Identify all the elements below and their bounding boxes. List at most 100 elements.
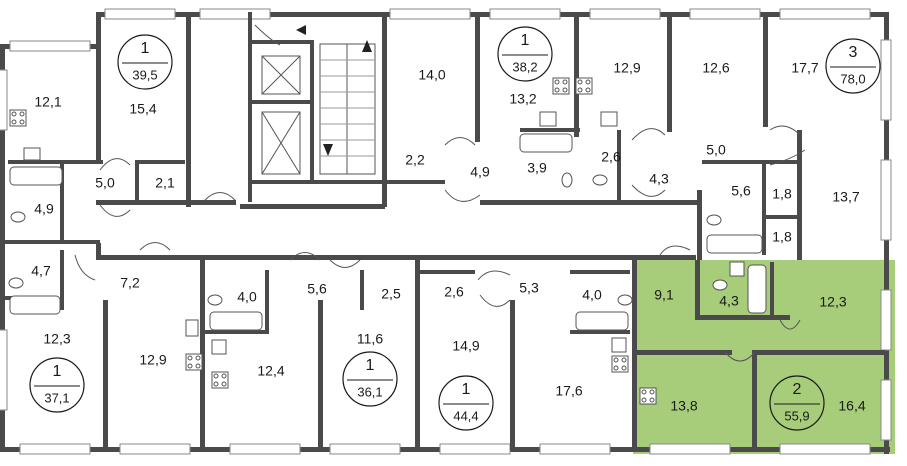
door-swing-icon [769, 149, 806, 166]
door-swing-icon [631, 128, 666, 141]
stove-icon [9, 109, 27, 127]
fixtures [8, 24, 806, 405]
interior-walls [5, 12, 885, 450]
room-labels: 12,1 15,4 4,9 5,0 2,1 14,0 2,2 4,9 13,2 … [31, 60, 866, 414]
room-area: 5,6 [307, 281, 327, 297]
toilet-icon [712, 279, 728, 291]
door-swing-icon [779, 319, 801, 330]
elevator-icon [261, 111, 301, 175]
stove-icon [639, 387, 657, 405]
room-area: 2,6 [601, 149, 621, 165]
room-area: 2,2 [405, 152, 425, 168]
apartment-badge[interactable]: 1 44,4 [438, 375, 494, 431]
room-area: 12,3 [43, 331, 70, 347]
apartment-area: 36,1 [357, 384, 382, 399]
toilet-icon [10, 211, 26, 223]
sink-icon [23, 147, 41, 161]
room-area: 17,6 [555, 383, 582, 399]
door-swing-icon [479, 294, 511, 307]
room-area: 5,0 [95, 175, 115, 191]
room-area: 1,8 [772, 186, 792, 202]
door-swing-icon [204, 192, 236, 201]
toilet-icon [8, 277, 24, 289]
outer-walls [0, 8, 892, 455]
apartment-badge[interactable]: 2 55,9 [769, 375, 825, 431]
room-area: 4,9 [34, 201, 54, 217]
room-area: 12,4 [257, 363, 284, 379]
room-area: 2,5 [381, 286, 401, 302]
room-area: 13,7 [832, 189, 859, 205]
door-swing-icon [99, 204, 131, 217]
room-area: 5,6 [731, 183, 751, 199]
room-area: 5,0 [706, 142, 726, 158]
apartment-rooms: 1 [141, 40, 150, 57]
bathtub-icon [575, 311, 629, 331]
room-area: 15,4 [129, 101, 156, 117]
apartment-area: 44,4 [453, 408, 478, 423]
elevator-icon [261, 55, 301, 95]
door-swing-icon [139, 242, 171, 251]
apartment-rooms: 1 [462, 381, 471, 398]
room-area: 4,7 [31, 263, 51, 279]
sink-icon [611, 337, 627, 353]
stove-icon [611, 355, 629, 373]
apartment-rooms: 1 [366, 357, 375, 374]
apartment-rooms: 1 [53, 363, 62, 380]
apartment-badge[interactable]: 3 78,0 [825, 38, 881, 94]
room-area: 12,9 [613, 60, 640, 76]
room-area: 13,8 [670, 398, 697, 414]
toilet-icon [561, 172, 573, 188]
door-swing-icon [289, 252, 321, 261]
room-area: 12,1 [34, 94, 61, 110]
apartment-rooms: 3 [849, 44, 858, 61]
room-area: 11,6 [357, 331, 383, 347]
room-area: 4,0 [582, 287, 602, 303]
bathtub-icon [747, 264, 767, 314]
stove-icon [185, 353, 203, 371]
stove-icon [211, 371, 229, 389]
apartment-area: 55,9 [784, 408, 809, 423]
room-area: 9,1 [654, 287, 674, 303]
sink-icon [539, 111, 557, 127]
door-swing-icon [444, 189, 481, 202]
door-swing-icon [769, 125, 801, 136]
apartment-area: 78,0 [840, 71, 865, 86]
toilet-icon [207, 294, 223, 306]
bathtub-icon [519, 133, 573, 153]
door-swing-icon [99, 158, 131, 171]
door-swing-icon [329, 259, 361, 268]
door-swing-icon [631, 184, 666, 197]
bathtub-icon [706, 234, 763, 254]
apartment-rooms: 1 [521, 32, 530, 49]
room-area: 14,0 [418, 67, 445, 83]
stove-icon [575, 77, 593, 95]
room-area: 1,8 [772, 229, 792, 245]
door-swing-icon [254, 24, 281, 46]
apartment-area: 39,5 [132, 67, 157, 82]
stove-icon [552, 77, 570, 95]
apartment-badge[interactable]: 1 36,1 [342, 351, 398, 407]
stair-arrow-icon [362, 40, 372, 52]
sink-icon [600, 111, 618, 127]
apartment-badge[interactable]: 1 37,1 [29, 357, 85, 413]
room-area: 4,3 [649, 171, 669, 187]
stair-arrow-icon [296, 25, 306, 35]
room-area: 2,6 [444, 284, 464, 300]
bathtub-icon [209, 311, 263, 331]
room-area: 4,3 [719, 293, 739, 309]
apartment-badge[interactable]: 1 38,2 [497, 26, 553, 82]
apartment-area: 38,2 [512, 59, 537, 74]
bathtub-icon [9, 166, 63, 186]
apartment-badge[interactable]: 1 39,5 [117, 34, 173, 90]
room-area: 3,9 [527, 160, 547, 176]
door-swing-icon [659, 245, 691, 256]
apartment-badges: 1 39,5 1 38,2 3 78,0 1 37,1 1 36,1 [29, 26, 881, 431]
bathtub-icon [9, 295, 61, 315]
room-area: 2,1 [155, 175, 175, 191]
toilet-icon [592, 174, 608, 186]
sink-icon [211, 339, 227, 355]
sink-icon [729, 261, 745, 277]
stair-arrow-icon [323, 144, 333, 156]
room-area: 12,3 [819, 294, 846, 310]
